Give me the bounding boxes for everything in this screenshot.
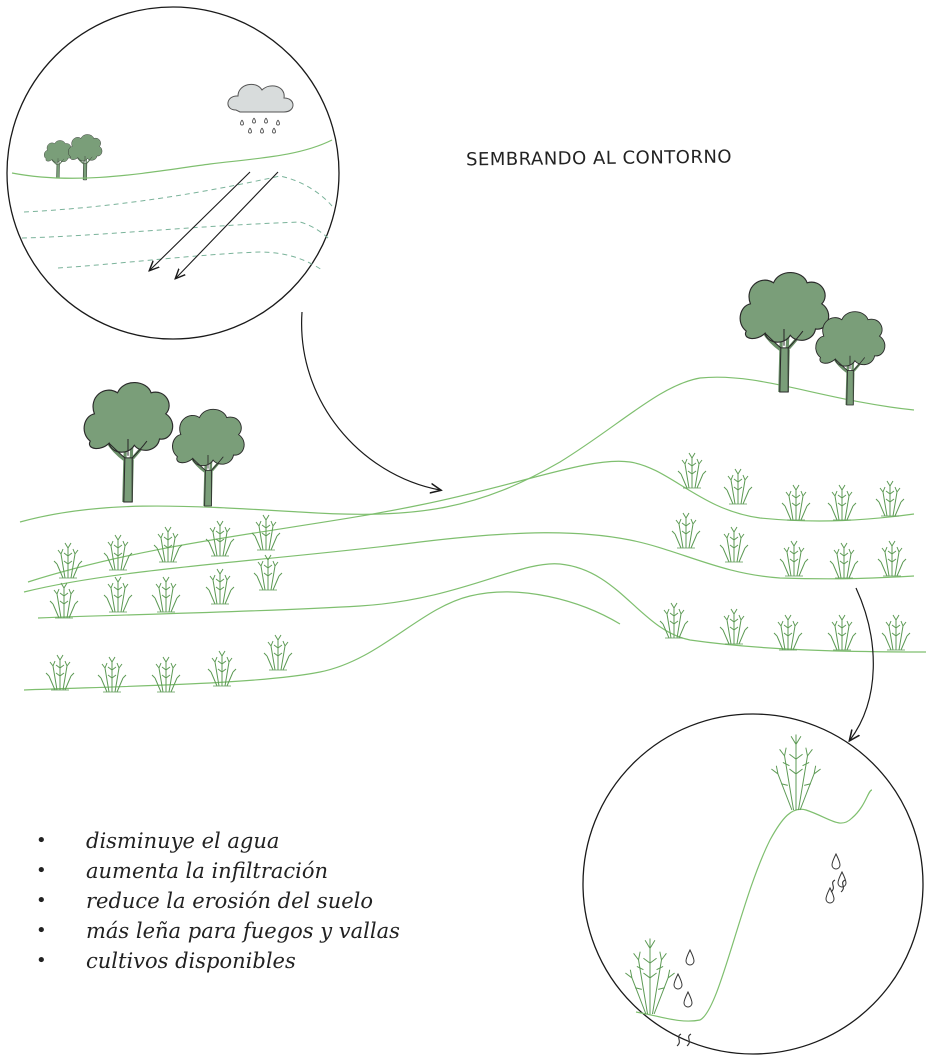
benefit-text: más leña para fuegos y vallas	[86, 919, 400, 943]
benefit-text: cultivos disponibles	[86, 949, 296, 973]
infiltration-detail-circle	[582, 713, 924, 1055]
rain-cloud-icon	[227, 83, 294, 134]
benefit-item: •reduce la erosión del suelo	[36, 889, 374, 913]
benefit-item: •aumenta la infiltración	[36, 859, 329, 883]
crop-plants-left	[45, 514, 293, 693]
trees-left-icon	[82, 380, 246, 508]
runoff-detail-circle	[6, 6, 340, 340]
benefits-list: •disminuye el agua •aumenta la infiltrac…	[36, 826, 400, 976]
crop-plants-right	[659, 452, 911, 651]
benefit-item: •disminuye el agua	[36, 829, 280, 853]
benefit-text: reduce la erosión del suelo	[86, 889, 374, 913]
diagram-title: SEMBRANDO AL CONTORNO	[465, 146, 733, 171]
infiltration-squiggle-icons	[676, 879, 846, 1047]
crop-plant-icon	[624, 938, 676, 1015]
trees-right-icon	[738, 270, 887, 407]
connector-arrow-top	[301, 311, 440, 490]
contour-landscape	[19, 270, 927, 693]
connector-arrow-bottom	[850, 587, 874, 740]
benefit-item: •cultivos disponibles	[36, 949, 296, 973]
benefit-text: aumenta la infiltración	[86, 859, 329, 883]
small-trees-icon	[43, 133, 103, 181]
benefit-item: •más leña para fuegos y vallas	[36, 919, 400, 943]
water-drop-icons	[673, 853, 847, 1008]
crop-plant-icon	[770, 734, 822, 811]
benefit-text: disminuye el agua	[86, 829, 280, 853]
